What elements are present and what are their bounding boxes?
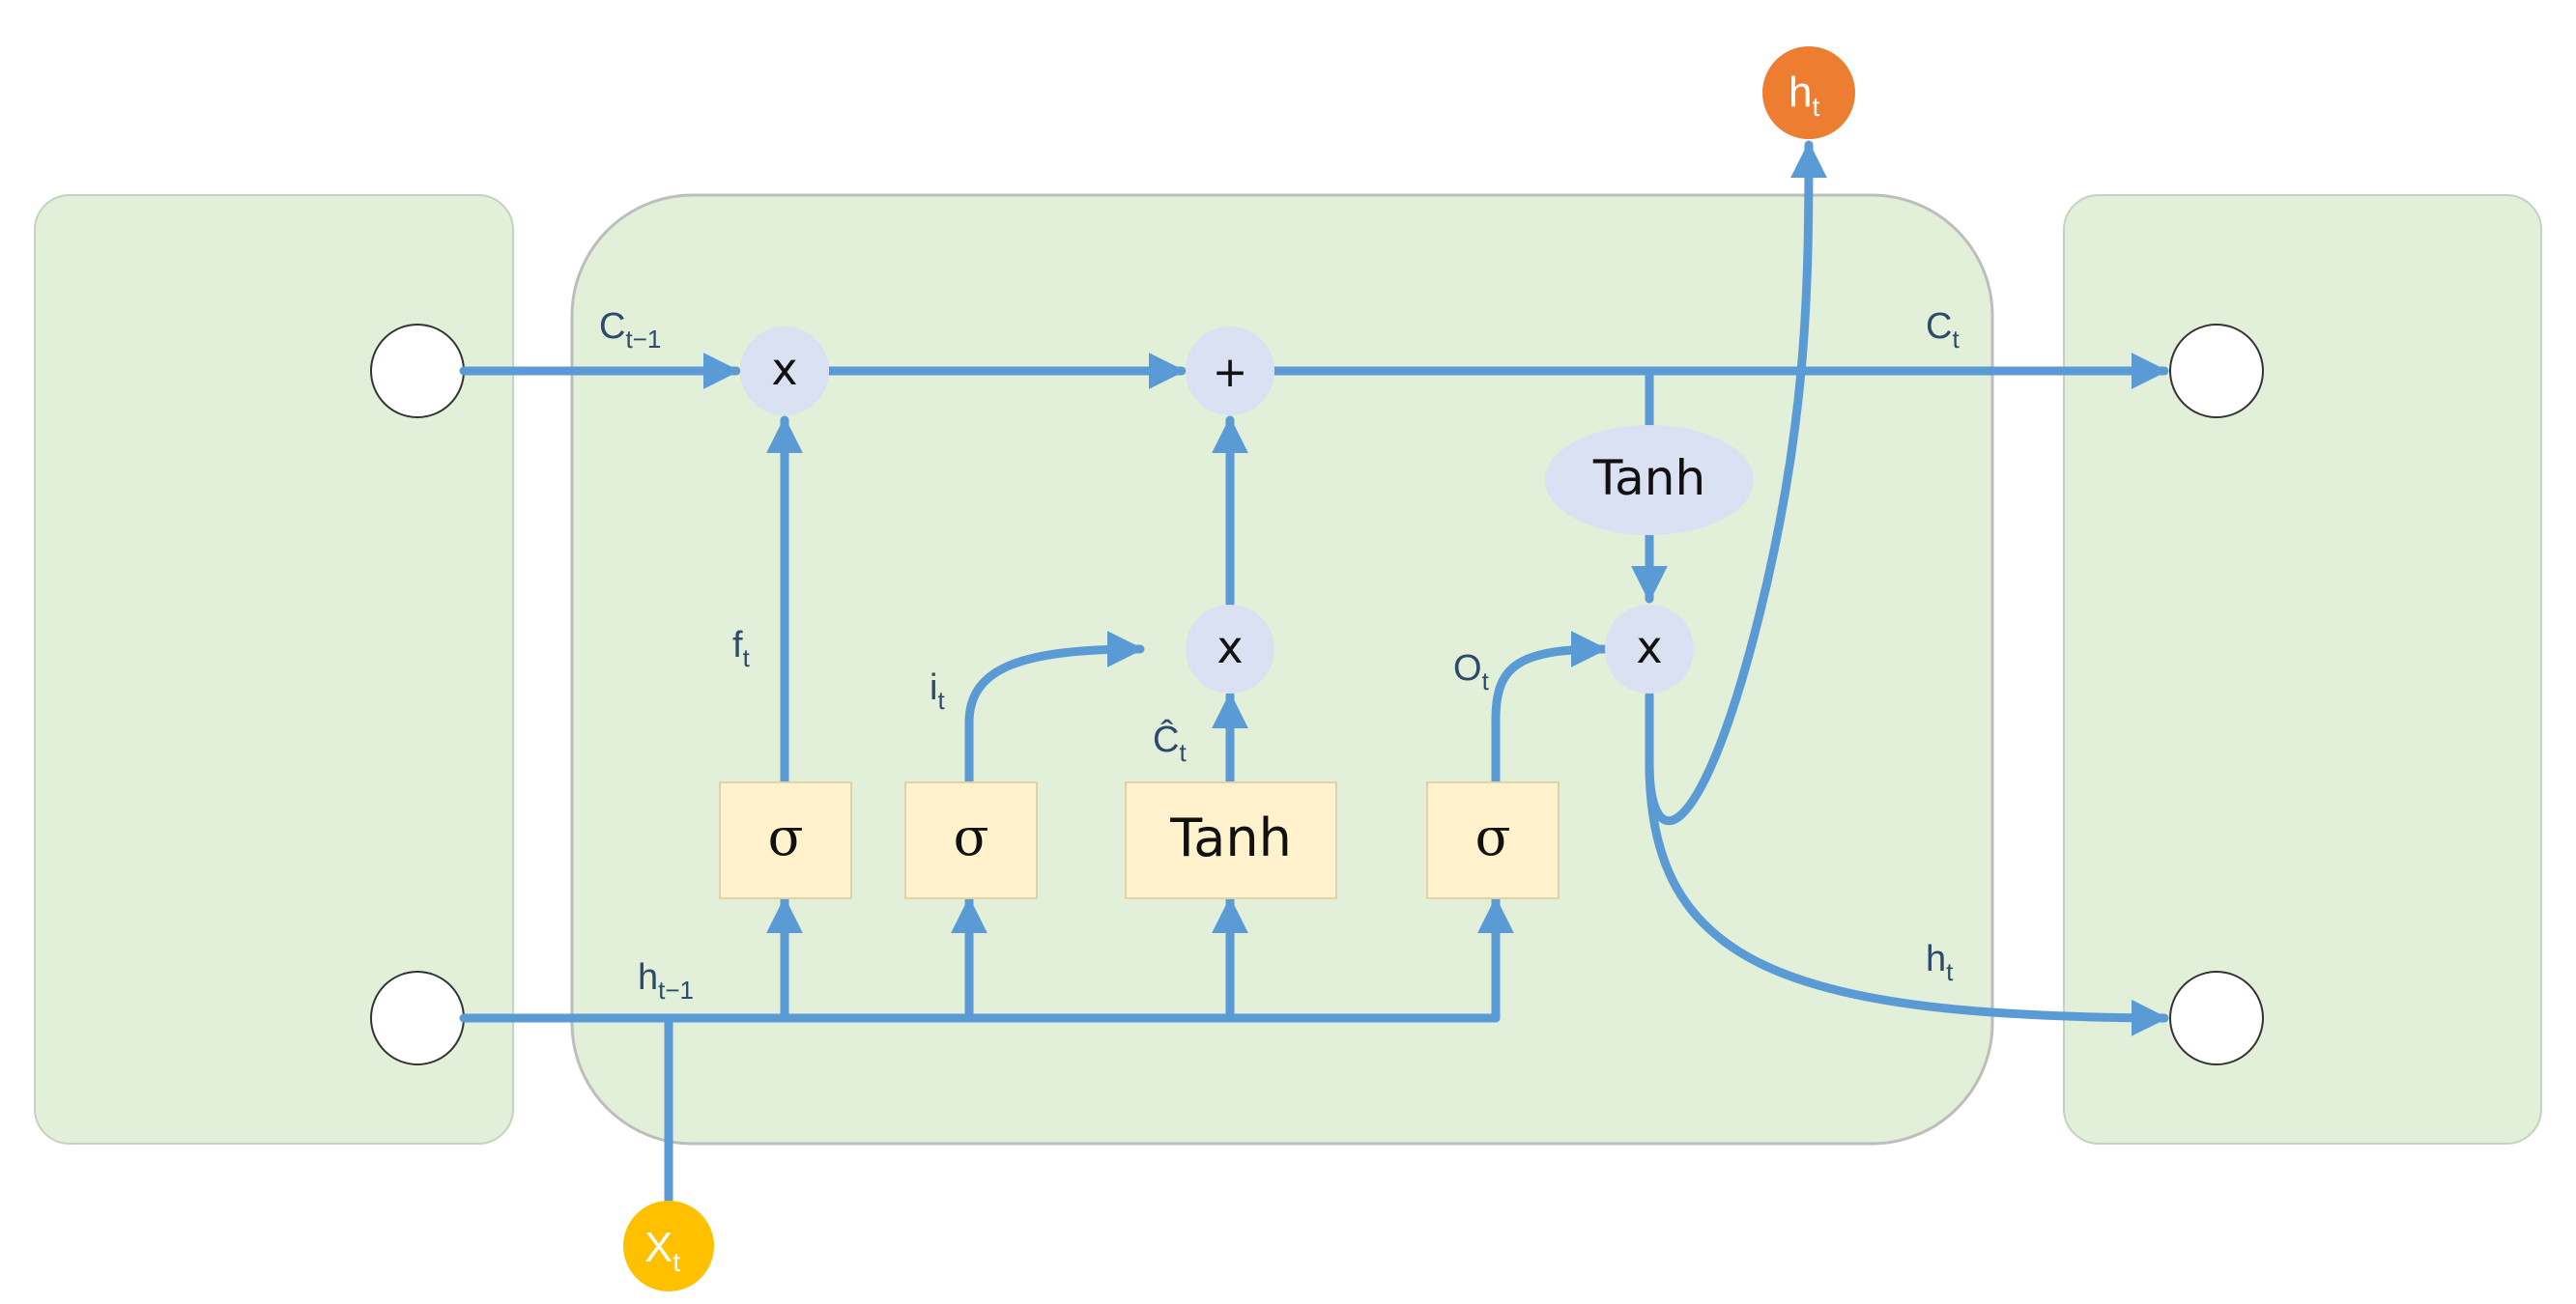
- input-x-label: Xt: [644, 1224, 680, 1277]
- cell-tanh-node: [1545, 425, 1754, 535]
- output-multiply-node: [1605, 605, 1694, 694]
- forget-gate-box: [719, 781, 852, 899]
- add-node: [1186, 326, 1274, 415]
- next-cell-panel: [2063, 194, 2542, 1145]
- label-c-t: Ct: [1926, 306, 1960, 354]
- previous-cell-panel: [34, 194, 514, 1145]
- output-h-node: [1762, 46, 1855, 139]
- label-i-t: it: [930, 667, 945, 715]
- input-gate-to-mult: [964, 631, 1145, 787]
- label-c-prev: Ct−1: [599, 306, 661, 354]
- input-multiply-symbol: x: [1216, 621, 1243, 673]
- label-f-t: ft: [732, 625, 751, 672]
- output-to-next-hidden: [1645, 691, 2169, 1036]
- input-multiply-node: [1186, 605, 1274, 694]
- output-multiply-symbol: x: [1636, 621, 1662, 673]
- candidate-gate-label: Tanh: [1169, 808, 1292, 868]
- input-gate-box: [904, 781, 1038, 899]
- output-to-ht-node: [1645, 140, 1827, 826]
- prev-hidden-state-port: [370, 971, 465, 1065]
- next-cell-state-port: [2169, 324, 2264, 418]
- output-gate-box: [1426, 781, 1560, 899]
- forget-multiply-node: [740, 326, 829, 415]
- label-h-prev: ht−1: [638, 957, 694, 1005]
- label-h-t: ht: [1926, 939, 1954, 986]
- next-hidden-state-port: [2169, 971, 2264, 1065]
- cell-tanh-label: Tanh: [1592, 450, 1705, 506]
- input-gate-symbol: σ: [954, 807, 989, 867]
- output-h-label: ht: [1789, 69, 1819, 122]
- output-gate-to-mult: [1491, 631, 1609, 787]
- forget-multiply-symbol: x: [771, 343, 797, 395]
- input-x-node: [623, 1201, 714, 1291]
- label-o-t: Ot: [1453, 648, 1490, 695]
- prev-cell-state-port: [370, 324, 465, 418]
- output-gate-symbol: σ: [1475, 807, 1511, 867]
- candidate-gate-box: [1125, 781, 1337, 899]
- forget-gate-symbol: σ: [768, 807, 804, 867]
- label-c-hat: Ĉt: [1153, 718, 1187, 767]
- add-symbol: +: [1213, 348, 1248, 397]
